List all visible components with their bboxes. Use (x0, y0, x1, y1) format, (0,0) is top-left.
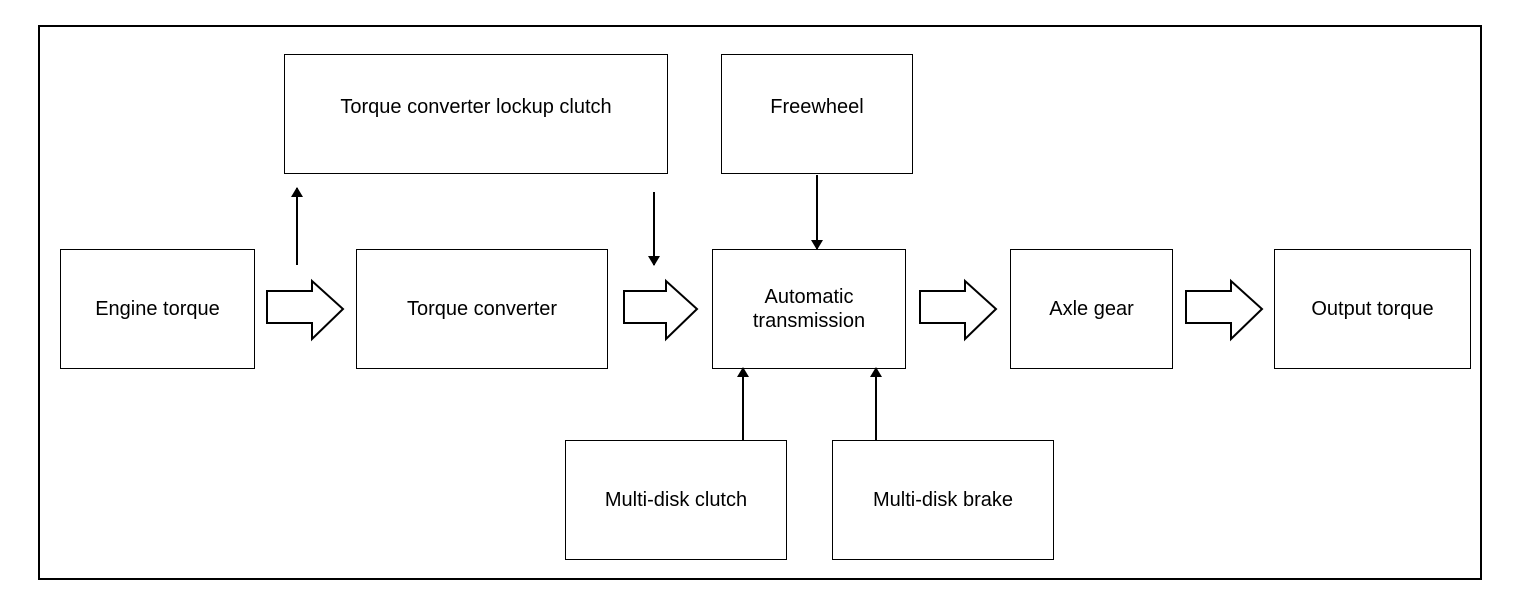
node-automatic-transmission-label-1: Automatic (764, 286, 854, 308)
block-arrow-converter-to-transmission (623, 278, 699, 342)
block-arrow-axle-to-output (1185, 278, 1264, 342)
node-multi-disk-brake-label: Multi-disk brake (872, 489, 1014, 511)
node-multi-disk-clutch-label: Multi-disk clutch (604, 489, 748, 511)
block-arrow-transmission-to-axle (919, 278, 998, 342)
node-freewheel: Freewheel (721, 54, 913, 174)
block-arrow-engine-to-converter (266, 278, 345, 342)
node-multi-disk-clutch: Multi-disk clutch (565, 440, 787, 560)
node-torque-converter: Torque converter (356, 249, 608, 369)
node-torque-converter-label: Torque converter (406, 298, 558, 320)
node-output-torque: Output torque (1274, 249, 1471, 369)
node-multi-disk-brake: Multi-disk brake (832, 440, 1054, 560)
node-lockup-clutch: Torque converter lockup clutch (284, 54, 668, 174)
node-output-torque-label: Output torque (1311, 298, 1434, 320)
node-engine-torque: Engine torque (60, 249, 255, 369)
node-automatic-transmission: Automatic transmission (712, 249, 906, 369)
node-freewheel-label: Freewheel (770, 96, 864, 118)
node-automatic-transmission-label-2: transmission (752, 310, 866, 332)
node-axle-gear-label: Axle gear (1049, 298, 1134, 320)
node-axle-gear: Axle gear (1010, 249, 1173, 369)
diagram-frame (38, 25, 1482, 580)
node-lockup-clutch-label: Torque converter lockup clutch (340, 96, 612, 118)
node-engine-torque-label: Engine torque (95, 298, 220, 320)
